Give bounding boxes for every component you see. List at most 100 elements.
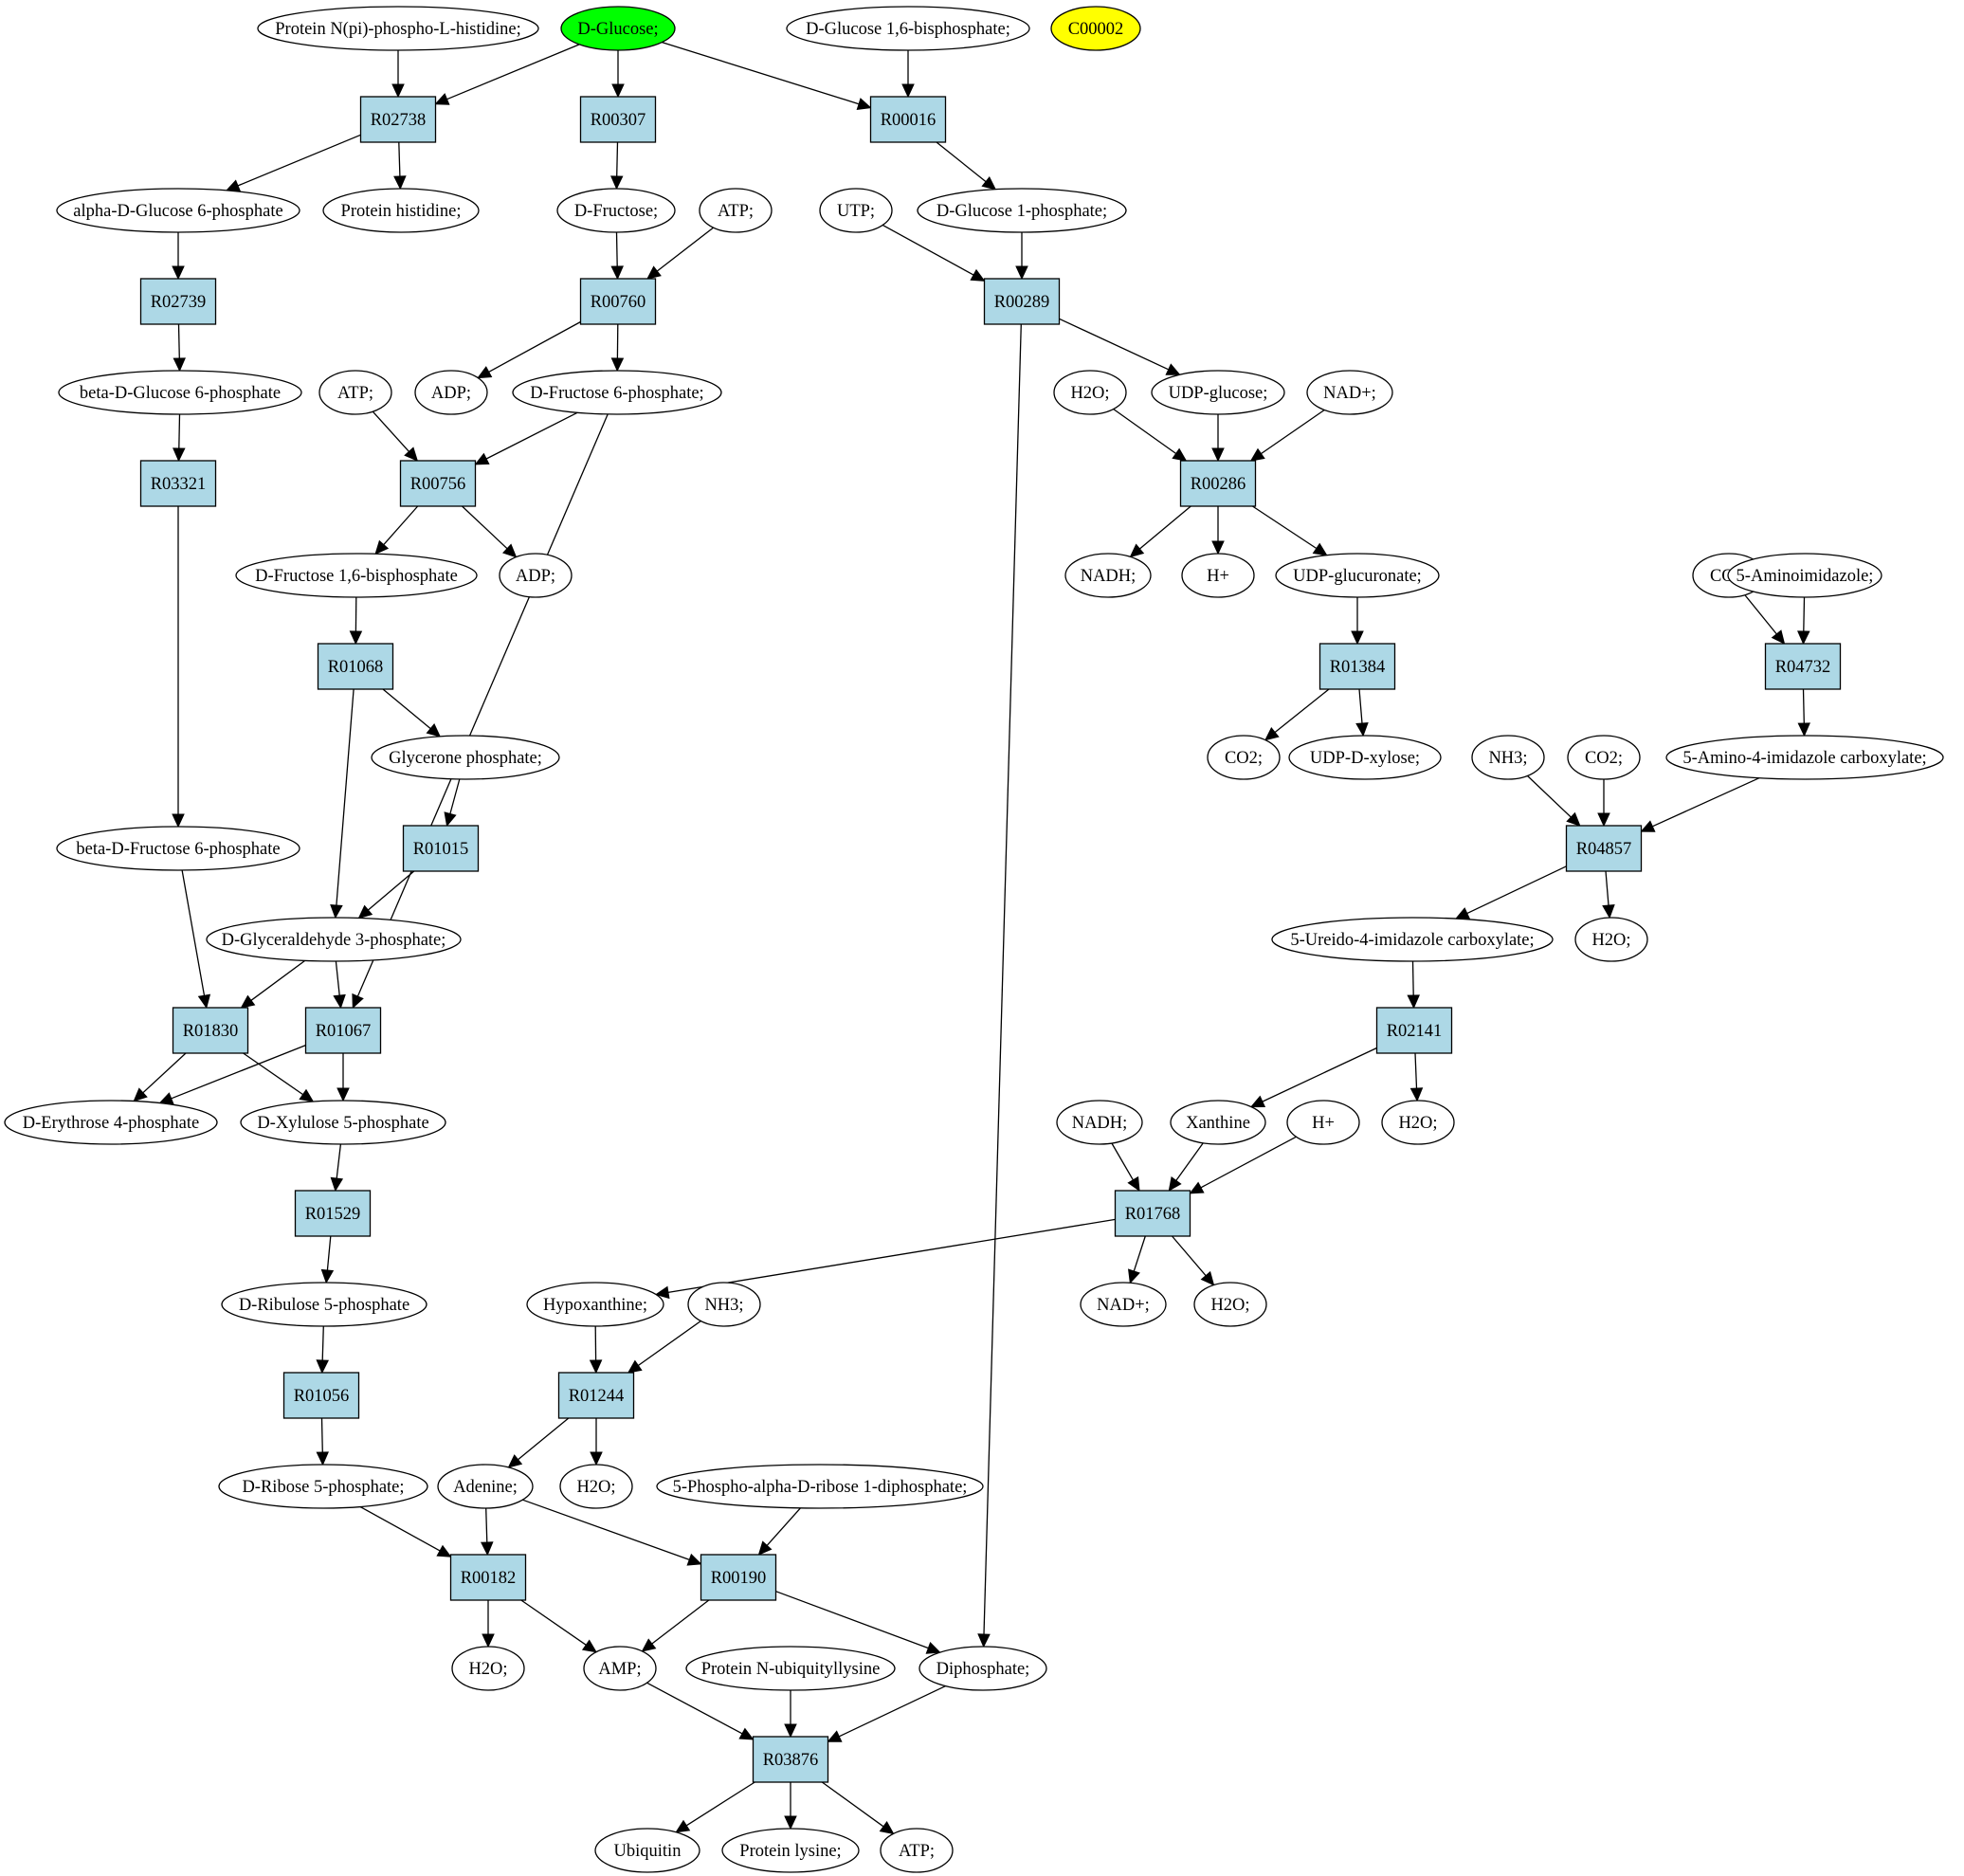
reaction-box	[1179, 460, 1257, 507]
arrowhead-icon	[1771, 629, 1786, 645]
compound-node-h2o[interactable]: H2O;	[1053, 370, 1127, 415]
compound-node-adp[interactable]: ADP;	[414, 370, 488, 415]
reaction-node-r03321[interactable]: R03321	[139, 460, 217, 507]
reaction-node-r00760[interactable]: R00760	[579, 278, 657, 325]
reaction-node-r00190[interactable]: R00190	[700, 1554, 777, 1601]
compound-node-atp[interactable]: ATP;	[318, 370, 392, 415]
compound-node-nad[interactable]: NAD+;	[1306, 370, 1393, 415]
reaction-node-r01067[interactable]: R01067	[304, 1007, 382, 1054]
compound-node-udp-glucuronate[interactable]: UDP-glucuronate;	[1275, 553, 1440, 598]
reaction-node-r01529[interactable]: R01529	[294, 1190, 372, 1237]
compound-node-adenine[interactable]: Adenine;	[437, 1464, 534, 1509]
reaction-label: R01067	[316, 1022, 372, 1041]
compound-node-xanthine[interactable]: Xanthine	[1170, 1100, 1266, 1145]
compound-node-nh3[interactable]: NH3;	[1471, 735, 1545, 780]
compound-node-d-fructose-1-6-bisphosphate[interactable]: D-Fructose 1,6-bisphosphate	[235, 553, 478, 598]
compound-node-protein-n-ubiquityllysine[interactable]: Protein N-ubiquityllysine	[685, 1646, 896, 1691]
reaction-node-r01244[interactable]: R01244	[557, 1372, 635, 1419]
compound-node-utp[interactable]: UTP;	[819, 188, 893, 233]
arrowhead-icon	[901, 83, 915, 99]
edge-r_R01768-to-c_h2o4	[1172, 1235, 1215, 1286]
reaction-node-r02739[interactable]: R02739	[139, 278, 217, 325]
compound-node-protein-lysine[interactable]: Protein lysine;	[721, 1828, 860, 1873]
reaction-box	[752, 1736, 829, 1783]
edge-line	[243, 1052, 303, 1096]
compound-node-udp-glucose[interactable]: UDP-glucose;	[1151, 370, 1285, 415]
compound-node-d-glucose-1-phosphate[interactable]: D-Glucose 1-phosphate;	[917, 188, 1127, 233]
reaction-node-r04857[interactable]: R04857	[1565, 825, 1643, 872]
compound-node-ubiquitin[interactable]: Ubiquitin	[594, 1828, 700, 1873]
edge-line	[1652, 777, 1760, 828]
compound-node-atp[interactable]: ATP;	[699, 188, 773, 233]
compound-node-glycerone-phosphate[interactable]: Glycerone phosphate;	[371, 735, 560, 780]
compound-ellipse	[1665, 735, 1944, 780]
compound-ellipse	[656, 1464, 984, 1509]
edge-c_g3p-to-r_R01067	[333, 960, 346, 1010]
compound-node-5-amino-4-imidazole-carboxylate[interactable]: 5-Amino-4-imidazole carboxylate;	[1665, 735, 1944, 780]
compound-node-h2o[interactable]: H2O;	[1193, 1282, 1267, 1327]
edge-line	[615, 231, 618, 267]
compound-node-h[interactable]: H+	[1286, 1100, 1360, 1145]
compound-node-d-erythrose-4-phosphate[interactable]: D-Erythrose 4-phosphate	[4, 1100, 218, 1145]
compound-node-amp[interactable]: AMP;	[583, 1646, 657, 1691]
reaction-node-r00016[interactable]: R00016	[869, 96, 947, 143]
compound-label: ATP;	[899, 1842, 935, 1861]
compound-node-nad[interactable]: NAD+;	[1080, 1282, 1167, 1327]
compound-node-hypoxanthine[interactable]: Hypoxanthine;	[526, 1282, 664, 1327]
compound-label: 5-Amino-4-imidazole carboxylate;	[1682, 749, 1926, 768]
compound-node-adp[interactable]: ADP;	[499, 553, 573, 598]
reaction-node-r01384[interactable]: R01384	[1318, 643, 1396, 690]
edge-line	[356, 413, 609, 997]
reaction-node-r00286[interactable]: R00286	[1179, 460, 1257, 507]
reaction-node-r01768[interactable]: R01768	[1114, 1190, 1191, 1237]
compound-node-nadh[interactable]: NADH;	[1064, 553, 1152, 598]
reaction-node-r01056[interactable]: R01056	[282, 1372, 360, 1419]
compound-node-udp-d-xylose[interactable]: UDP-D-xylose;	[1288, 735, 1442, 780]
compound-node-co2[interactable]: CO2;	[1567, 735, 1641, 780]
compound-node-d-glucose-1-6-bisphosphate[interactable]: D-Glucose 1,6-bisphosphate;	[786, 6, 1030, 51]
reaction-node-r01068[interactable]: R01068	[317, 643, 394, 690]
nodes-layer: Protein N(pi)-phospho-L-histidine; D-Gluc…	[4, 6, 1944, 1873]
compound-node-d-ribose-5-phosphate[interactable]: D-Ribose 5-phosphate;	[218, 1464, 428, 1509]
compound-node-co2[interactable]: CO2;	[1207, 735, 1281, 780]
compound-node-beta-d-glucose-6-phosphate[interactable]: beta-D-Glucose 6-phosphate	[58, 370, 302, 415]
reaction-node-r00182[interactable]: R00182	[449, 1554, 527, 1601]
compound-node-5-ureido-4-imidazole-carboxylate[interactable]: 5-Ureido-4-imidazole carboxylate;	[1271, 917, 1554, 962]
compound-node-h2o[interactable]: H2O;	[1574, 917, 1648, 962]
edge-r_R03876-to-c_ubiq	[675, 1781, 755, 1833]
arrowhead-icon	[879, 1820, 895, 1835]
reaction-node-r04732[interactable]: R04732	[1764, 643, 1842, 690]
compound-node-5-aminoimidazole[interactable]: 5-Aminoimidazole;	[1727, 553, 1882, 598]
reaction-node-r01015[interactable]: R01015	[402, 825, 480, 872]
compound-node-nadh[interactable]: NADH;	[1056, 1100, 1143, 1145]
reaction-node-r01830[interactable]: R01830	[172, 1007, 249, 1054]
compound-node-beta-d-fructose-6-phosphate[interactable]: beta-D-Fructose 6-phosphate	[56, 826, 300, 871]
compound-node-atp[interactable]: ATP;	[880, 1828, 954, 1873]
reaction-node-r00756[interactable]: R00756	[399, 460, 477, 507]
compound-node-h[interactable]: H+	[1181, 553, 1255, 598]
compound-node-5-phospho-alpha-d-ribose-1-diphosphate[interactable]: 5-Phospho-alpha-D-ribose 1-diphosphate;	[656, 1464, 984, 1509]
reaction-node-r02141[interactable]: R02141	[1375, 1007, 1453, 1054]
reaction-node-r03876[interactable]: R03876	[752, 1736, 829, 1783]
compound-node-d-glucose[interactable]: D-Glucose;	[560, 6, 676, 51]
reaction-node-r00307[interactable]: R00307	[579, 96, 657, 143]
compound-node-h2o[interactable]: H2O;	[1381, 1100, 1455, 1145]
reaction-node-r02738[interactable]: R02738	[359, 96, 437, 143]
compound-node-h2o[interactable]: H2O;	[559, 1464, 633, 1509]
compound-node-protein-n-pi-phospho-l-histidine[interactable]: Protein N(pi)-phospho-L-histidine;	[257, 6, 539, 51]
edge-c_nh3b-to-r_R01244	[627, 1320, 701, 1374]
edge-line	[1526, 774, 1572, 818]
compound-node-nh3[interactable]: NH3;	[687, 1282, 761, 1327]
compound-node-diphosphate[interactable]: Diphosphate;	[918, 1646, 1047, 1691]
compound-node-alpha-d-glucose-6-phosphate[interactable]: alpha-D-Glucose 6-phosphate	[56, 188, 300, 233]
compound-node-d-ribulose-5-phosphate[interactable]: D-Ribulose 5-phosphate	[221, 1282, 427, 1327]
compound-node-protein-histidine[interactable]: Protein histidine;	[322, 188, 480, 233]
compound-label: C00002	[1068, 20, 1124, 39]
compound-node-d-fructose-6-phosphate[interactable]: D-Fructose 6-phosphate;	[512, 370, 722, 415]
compound-node-d-fructose[interactable]: D-Fructose;	[556, 188, 676, 233]
compound-node-d-xylulose-5-phosphate[interactable]: D-Xylulose 5-phosphate	[240, 1100, 446, 1145]
reaction-node-r00289[interactable]: R00289	[983, 278, 1061, 325]
compound-node-h2o[interactable]: H2O;	[451, 1646, 525, 1691]
compound-node-c00002[interactable]: C00002	[1050, 6, 1141, 51]
compound-node-d-glyceraldehyde-3-phosphate[interactable]: D-Glyceraldehyde 3-phosphate;	[206, 917, 462, 962]
